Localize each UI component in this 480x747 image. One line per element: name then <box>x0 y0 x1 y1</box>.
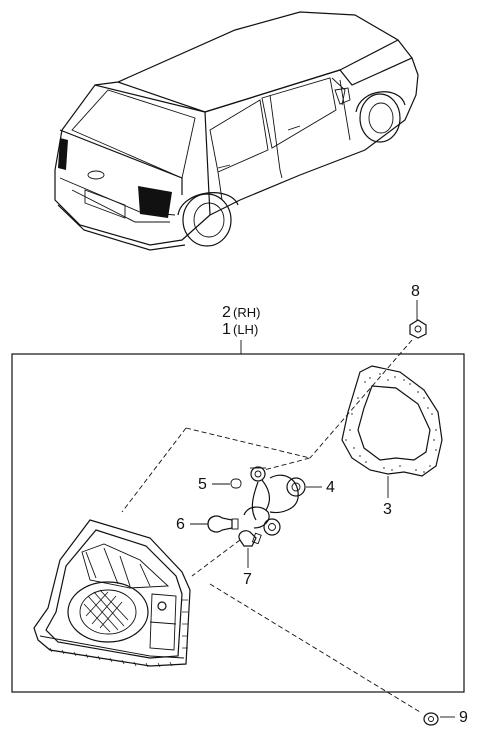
part-4-number: 4 <box>326 479 335 496</box>
gasket-part-3 <box>341 365 443 477</box>
part-1-side: (LH) <box>233 322 258 337</box>
part-9-number: 9 <box>459 709 468 726</box>
part-3-number: 3 <box>383 501 392 518</box>
left-tail-lamp-highlight <box>58 138 68 170</box>
car-illustration <box>54 11 419 251</box>
nut-part-9 <box>423 712 439 726</box>
bulb-part-6 <box>207 515 239 533</box>
wiring-socket-part-4 <box>243 474 306 536</box>
part-2-side: (RH) <box>233 305 260 320</box>
bulb-part-7 <box>238 530 262 547</box>
part-6-number: 6 <box>176 516 185 533</box>
part-1-number: 1 <box>222 321 231 338</box>
part-8-number: 8 <box>411 283 420 300</box>
tail-lamp-housing <box>33 519 191 668</box>
part-7-number: 7 <box>243 571 252 588</box>
socket-upper <box>250 466 266 482</box>
assembly-frame <box>11 353 465 693</box>
right-tail-lamp-highlight <box>138 186 172 218</box>
part-5-number: 5 <box>198 476 207 493</box>
bulb-part-5 <box>230 478 242 489</box>
part-2-number: 2 <box>222 304 231 321</box>
nut-part-8 <box>409 319 427 339</box>
